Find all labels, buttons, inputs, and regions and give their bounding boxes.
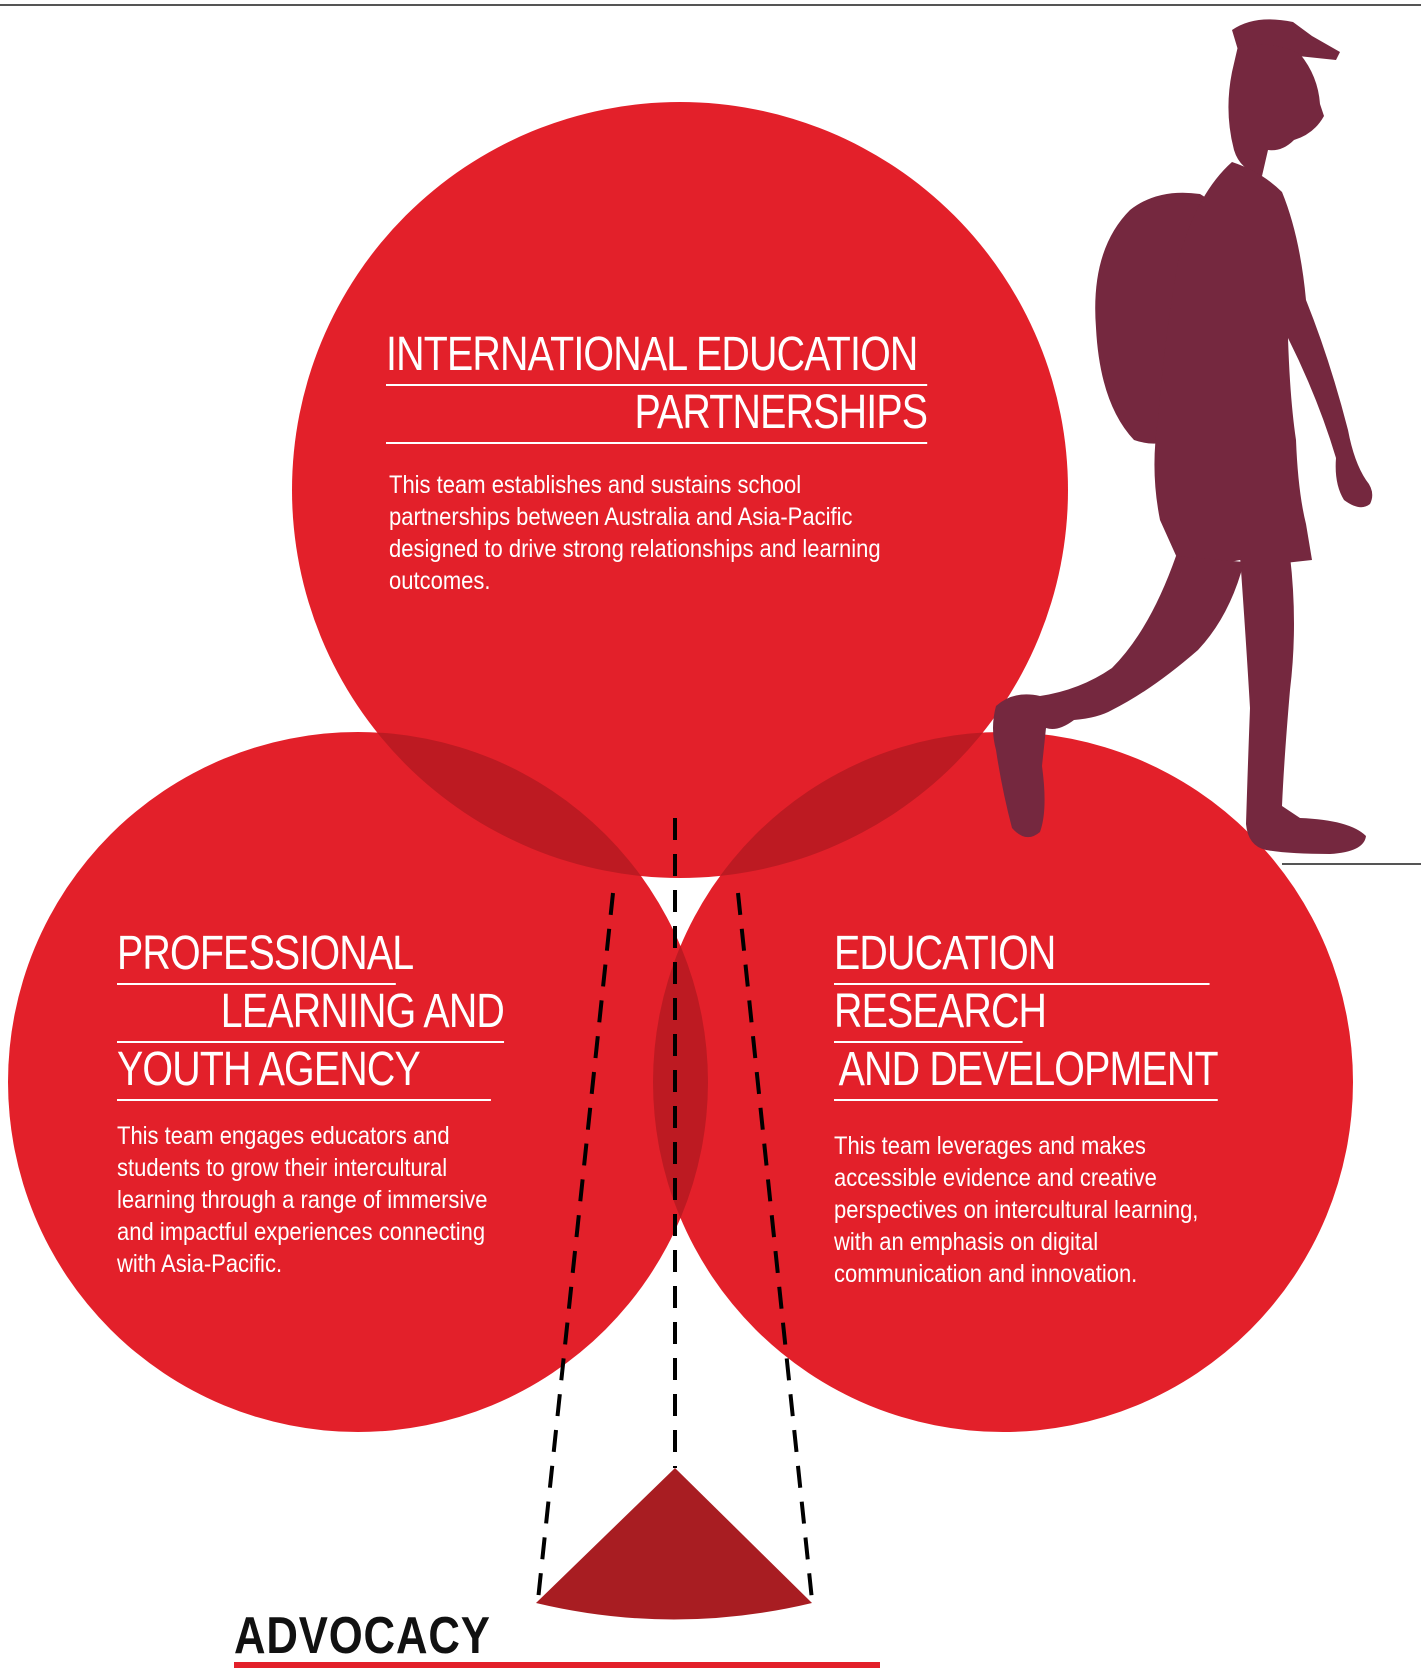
international-heading: INTERNATIONAL EDUCATION PARTNERSHIPS bbox=[386, 328, 928, 444]
professional-description: This team engages educators and students… bbox=[117, 1122, 488, 1278]
heading-line: LEARNING AND bbox=[117, 985, 505, 1043]
heading-line: PARTNERSHIPS bbox=[386, 386, 928, 444]
torso-icon bbox=[1154, 162, 1373, 566]
circle-professional-learning bbox=[8, 732, 708, 1432]
advocacy-block: ADVOCACY bbox=[234, 1608, 880, 1668]
advocacy-segment bbox=[536, 1468, 812, 1620]
heading-line: INTERNATIONAL EDUCATION bbox=[386, 328, 928, 386]
back-leg-icon bbox=[993, 556, 1244, 838]
circle-international-education-partnerships bbox=[292, 102, 1068, 878]
dashed-guide-left bbox=[536, 892, 615, 1601]
heading-line: RESEARCH bbox=[834, 985, 1047, 1043]
heading-line: AND DEVELOPMENT bbox=[834, 1043, 1219, 1101]
research-heading: EDUCATION RESEARCH AND DEVELOPMENT bbox=[834, 927, 1219, 1101]
head-icon bbox=[1228, 44, 1324, 177]
dashed-guide-right bbox=[736, 892, 814, 1601]
circle-education-research bbox=[653, 732, 1353, 1432]
advocacy-label: ADVOCACY bbox=[234, 1607, 491, 1665]
professional-heading: PROFESSIONAL LEARNING AND YOUTH AGENCY bbox=[117, 927, 505, 1101]
heading-line: PROFESSIONAL bbox=[117, 927, 414, 985]
walking-student-silhouette-icon bbox=[993, 19, 1373, 854]
cap-icon bbox=[1232, 19, 1340, 60]
heading-line: YOUTH AGENCY bbox=[117, 1043, 491, 1101]
international-description: This team establishes and sustains schoo… bbox=[389, 471, 881, 595]
front-leg-icon bbox=[1240, 556, 1366, 854]
research-description: This team leverages and makes accessible… bbox=[834, 1132, 1199, 1288]
heading-line: EDUCATION bbox=[834, 927, 1210, 985]
